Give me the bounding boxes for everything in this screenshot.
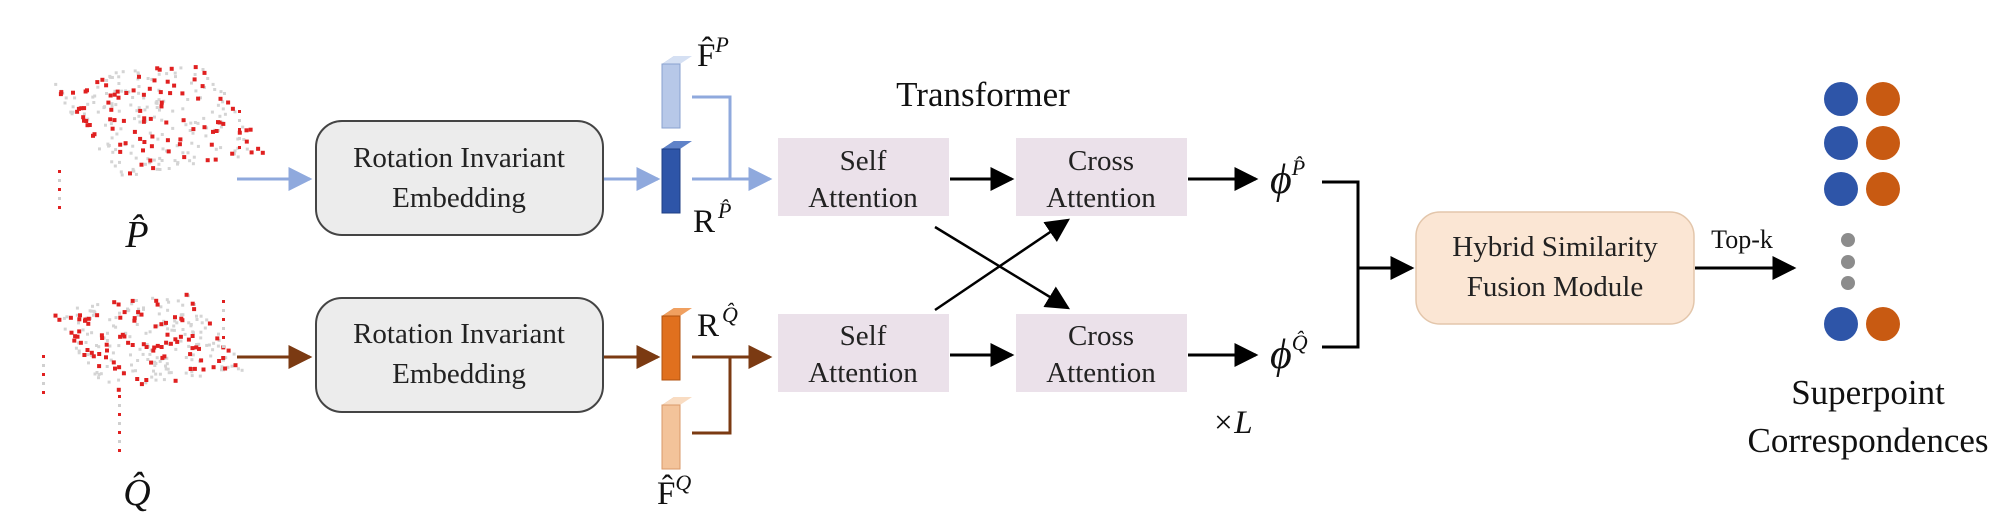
point-cloud-q xyxy=(42,292,244,452)
fusion-line1: Hybrid Similarity xyxy=(1452,231,1658,263)
embedding-top-line1: Rotation Invariant xyxy=(353,142,565,174)
dot-orange-1 xyxy=(1866,82,1900,116)
topk-label: Top-k xyxy=(1711,225,1773,254)
feature-block-r-q xyxy=(661,308,692,381)
svg-text:Self: Self xyxy=(840,145,887,177)
phi-p-label: ϕP̂ xyxy=(1270,155,1305,203)
connector-fp-combine xyxy=(692,95,732,179)
feature-block-r-p xyxy=(661,141,692,214)
arrow-self-top-to-cross-bottom xyxy=(934,225,1071,310)
svg-text:Attention: Attention xyxy=(808,182,918,214)
merge-bracket xyxy=(1322,180,1360,349)
connector-fq-combine xyxy=(692,357,732,435)
label-f-q: F̂Q xyxy=(657,470,691,512)
correspondence-dots xyxy=(1824,82,1900,341)
point-cloud-p xyxy=(54,65,265,209)
repeat-label: ×L xyxy=(1212,405,1253,441)
ellipsis-dot-3 xyxy=(1841,276,1855,290)
feature-block-f-p xyxy=(661,56,692,129)
embedding-top-line2: Embedding xyxy=(392,182,526,214)
ellipsis-dot-1 xyxy=(1841,233,1855,247)
self-attention-bottom: Self Attention xyxy=(778,314,949,392)
cross-attention-top: Cross Attention xyxy=(1016,138,1187,216)
self-attention-top: Self Attention xyxy=(778,138,949,216)
input-label-q: Q̂ xyxy=(123,471,150,514)
dot-blue-4 xyxy=(1824,307,1858,341)
svg-text:Attention: Attention xyxy=(1046,182,1156,214)
label-f-p: F̂P xyxy=(697,32,729,74)
fusion-module-box: Hybrid Similarity Fusion Module xyxy=(1415,211,1695,325)
phi-q-label: ϕQ̂ xyxy=(1270,330,1308,378)
input-label-p: P̂ xyxy=(124,214,148,256)
ellipsis-dot-2 xyxy=(1841,255,1855,269)
result-line1: Superpoint xyxy=(1791,373,1945,412)
dot-orange-4 xyxy=(1866,307,1900,341)
dot-blue-3 xyxy=(1824,172,1858,206)
cross-attention-bottom: Cross Attention xyxy=(1016,314,1187,392)
dot-blue-2 xyxy=(1824,126,1858,160)
svg-text:Cross: Cross xyxy=(1068,145,1134,177)
embedding-box-bottom: Rotation Invariant Embedding xyxy=(315,297,604,413)
result-line2: Correspondences xyxy=(1747,421,1988,460)
svg-text:Cross: Cross xyxy=(1068,320,1134,352)
feature-block-f-q xyxy=(661,397,692,470)
arrow-self-bottom-to-cross-top xyxy=(934,218,1070,312)
transformer-title: Transformer xyxy=(896,75,1070,114)
dot-orange-3 xyxy=(1866,172,1900,206)
dot-orange-2 xyxy=(1866,126,1900,160)
svg-text:Self: Self xyxy=(840,320,887,352)
embedding-bottom-line1: Rotation Invariant xyxy=(353,318,565,350)
fusion-line2: Fusion Module xyxy=(1467,271,1643,303)
embedding-box-top: Rotation Invariant Embedding xyxy=(315,120,604,236)
svg-text:Attention: Attention xyxy=(1046,357,1156,389)
dot-blue-1 xyxy=(1824,82,1858,116)
svg-text:Attention: Attention xyxy=(808,357,918,389)
embedding-bottom-line2: Embedding xyxy=(392,358,526,390)
